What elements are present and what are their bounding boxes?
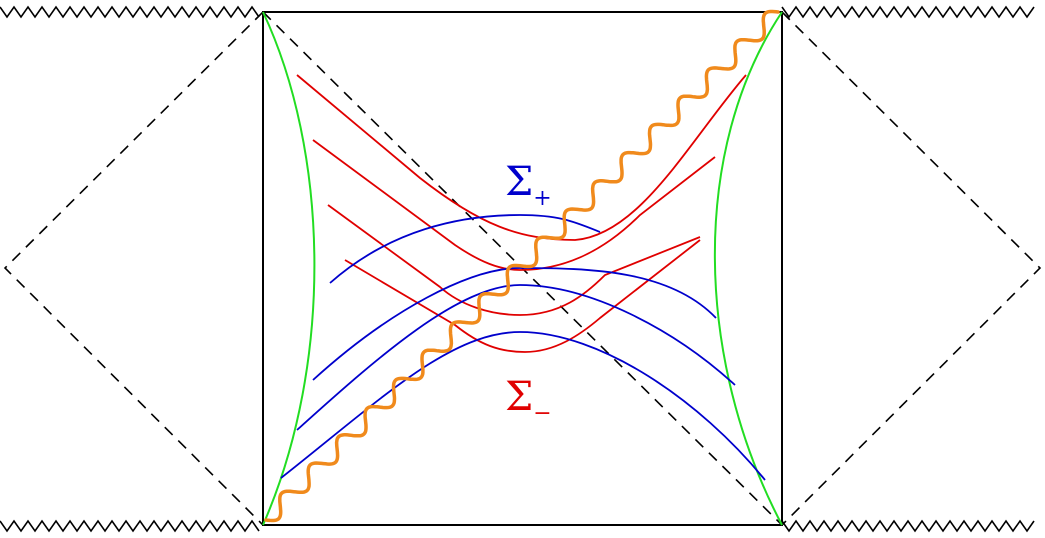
red-surface-4: [344, 239, 701, 353]
red-surface-1: [296, 74, 747, 241]
blue-surface-3: [296, 284, 736, 431]
future-singularity-zigzag-right: [781, 5, 1035, 19]
blue-surface-1: [329, 214, 601, 284]
left-green-boundary: [262, 11, 316, 526]
left-dashed-diamond: [3, 11, 264, 526]
right-green-boundary: [713, 11, 783, 526]
blue-surface-2: [312, 267, 717, 381]
future-singularity-zigzag: [0, 5, 260, 19]
red-surfaces: [296, 74, 747, 353]
right-dashed-diamond: [781, 11, 1042, 526]
sigma-plus-label: Σ+: [505, 159, 552, 211]
square-frame: [262, 11, 783, 526]
sigma-minus-label: Σ−: [505, 374, 552, 426]
orange-wiggly-line: [264, 9, 780, 523]
past-singularity-zigzag-right: [781, 519, 1035, 533]
past-singularity-zigzag: [0, 519, 260, 533]
red-surface-2: [312, 139, 716, 271]
blue-surfaces: [280, 214, 766, 481]
red-surface-3: [327, 204, 701, 316]
